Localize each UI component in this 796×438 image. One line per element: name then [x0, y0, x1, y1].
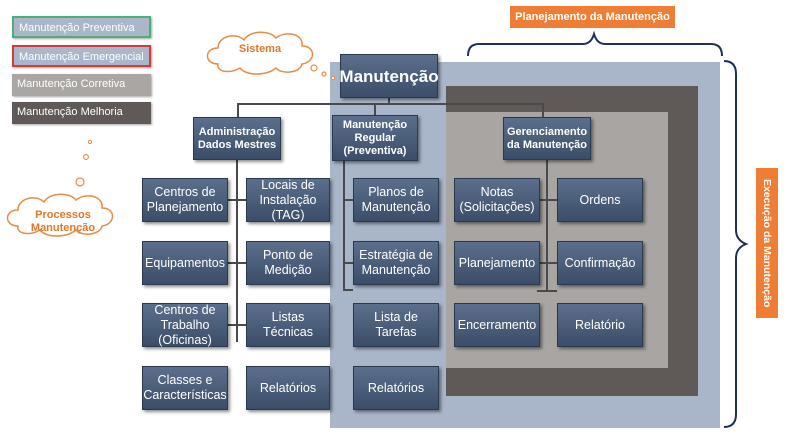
header-manutencao-regular: Manutenção Regular (Preventiva) — [332, 115, 418, 161]
connector — [374, 103, 376, 117]
node-manutencao: Manutenção — [339, 54, 439, 98]
box-line: Classes e — [157, 373, 213, 387]
box-relatorios-regular: Relatórios — [353, 366, 439, 410]
bracket-top — [467, 30, 723, 57]
cloud-processos-text: Processos Manutenção — [18, 209, 108, 235]
connector — [343, 262, 353, 264]
header-gerenciamento-line1: Gerenciamento — [506, 125, 588, 138]
box-line: Relatórios — [259, 380, 317, 395]
box-line: Equipamentos — [145, 255, 225, 270]
legend-emergencial: Manutenção Emergencial — [12, 45, 151, 67]
connector — [228, 324, 246, 326]
box-notas: Notas(Solicitações) — [454, 178, 540, 222]
connector — [343, 289, 353, 291]
header-gerenciamento-line2: da Manutenção — [506, 138, 588, 151]
box-confirmacao: Confirmação — [557, 241, 643, 285]
box-line: Lista de — [374, 310, 418, 324]
cloud-sistema-text: Sistema — [238, 43, 282, 55]
box-line: (Oficinas) — [158, 332, 212, 347]
connector — [542, 103, 544, 117]
box-line: Instalação — [259, 192, 317, 207]
box-relatorio: Relatório — [557, 303, 643, 347]
bracket-right — [723, 60, 749, 428]
box-line: Relatórios — [367, 380, 425, 395]
box-planejamento: Planejamento — [454, 241, 540, 285]
box-line: (TAG) — [271, 207, 305, 222]
connector — [537, 199, 557, 201]
label-execucao-text: Execução da Manutenção — [761, 178, 773, 308]
cloud-sistema — [206, 31, 336, 81]
connector — [546, 160, 548, 292]
box-encerramento: Encerramento — [454, 303, 540, 347]
box-line: Ponto de — [262, 248, 314, 262]
box-ordens: Ordens — [557, 178, 643, 222]
box-relatorios-admin: Relatórios — [246, 366, 330, 410]
connector — [228, 199, 246, 201]
box-line: Estratégia de — [359, 248, 433, 262]
box-line: Listas Técnicas — [262, 310, 314, 339]
connector — [537, 262, 557, 264]
box-listas-tecnicas: Listas Técnicas — [246, 303, 330, 347]
cloud-processos — [6, 139, 114, 237]
connector — [343, 199, 353, 201]
header-regular-line3: (Preventiva) — [343, 144, 407, 157]
box-line: Planos de — [368, 185, 424, 199]
cloud-processos-line1: Processos — [35, 209, 91, 221]
box-line: Planejamento — [146, 200, 224, 214]
connector — [343, 160, 345, 290]
box-line: Manutenção — [361, 200, 431, 214]
connector — [236, 160, 238, 342]
box-line: Trabalho — [160, 317, 210, 332]
legend-corretiva: Manutenção Corretiva — [12, 74, 151, 96]
box-line: Centros de — [154, 302, 216, 317]
box-line: Centros de — [154, 185, 216, 199]
box-equipamentos: Equipamentos — [142, 241, 228, 285]
box-line: Características — [143, 388, 227, 402]
box-line: Tarefas — [375, 325, 417, 339]
label-planejamento: Planejamento da Manutenção — [510, 6, 675, 28]
header-administracao-line2: Dados Mestres — [197, 138, 277, 151]
box-line: Planejamento — [458, 255, 536, 270]
header-gerenciamento: Gerenciamento da Manutenção — [503, 117, 591, 160]
header-administracao-line1: Administração — [198, 125, 276, 138]
box-line: Ordens — [579, 192, 621, 207]
connector — [228, 262, 246, 264]
box-line: Medição — [264, 263, 312, 277]
cloud-processos-line2: Manutenção — [30, 222, 96, 234]
label-execucao: Execução da Manutenção — [756, 168, 778, 318]
connector — [237, 103, 239, 117]
connector — [237, 103, 543, 105]
box-line: Relatório — [574, 317, 626, 332]
header-regular-line1: Manutenção — [342, 118, 408, 131]
box-line: Notas — [480, 185, 514, 199]
header-administracao: Administração Dados Mestres — [193, 117, 281, 160]
connector — [388, 98, 390, 104]
box-line: (Solicitações) — [459, 200, 535, 214]
connector — [537, 290, 557, 292]
legend-melhoria: Manutenção Melhoria — [12, 102, 151, 124]
box-line: Confirmação — [564, 255, 636, 270]
box-line: Encerramento — [457, 317, 537, 332]
box-line: Manutenção — [361, 263, 431, 277]
legend-preventiva: Manutenção Preventiva — [12, 16, 151, 38]
header-regular-line2: Regular — [354, 131, 396, 144]
box-line: Locais de — [261, 177, 315, 192]
